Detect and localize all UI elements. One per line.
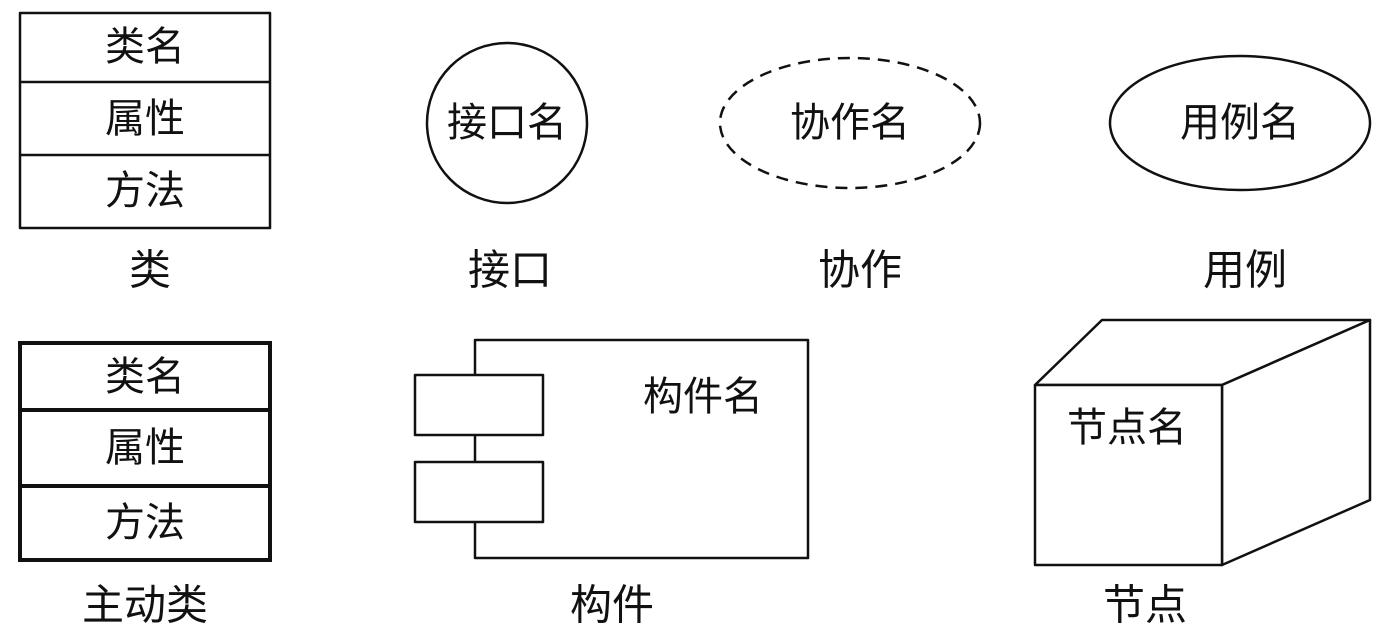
component-caption: 构件 xyxy=(570,581,654,630)
component-port-top xyxy=(413,373,545,437)
use-case-caption: 用例 xyxy=(1203,246,1287,295)
node-symbol: 节点名 节点 xyxy=(1033,318,1372,630)
active-class-attributes: 属性 xyxy=(105,425,185,471)
collaboration-ellipse xyxy=(718,56,982,190)
class-box xyxy=(18,11,272,230)
component-name: 构件名 xyxy=(643,374,763,420)
use-case-ellipse xyxy=(1108,54,1372,192)
node-front-face xyxy=(1033,383,1224,567)
component-box xyxy=(473,338,810,560)
class-name: 类名 xyxy=(105,24,185,70)
active-class-symbol: 类名 属性 方法 主动类 xyxy=(18,341,272,630)
active-class-name: 类名 xyxy=(105,354,185,400)
component-symbol: 构件名 构件 xyxy=(413,338,810,630)
interface-symbol: 接口名 接口 xyxy=(425,41,589,295)
node-name: 节点名 xyxy=(1067,405,1187,451)
collaboration-name: 协作名 xyxy=(790,100,910,146)
node-caption: 节点 xyxy=(1103,581,1187,630)
interface-name: 接口名 xyxy=(447,100,567,146)
class-symbol: 类名 属性 方法 类 xyxy=(18,11,272,295)
collaboration-symbol: 协作名 协作 xyxy=(718,56,982,295)
active-class-methods: 方法 xyxy=(105,500,185,546)
interface-circle xyxy=(425,41,589,205)
component-port-bottom xyxy=(413,460,545,524)
use-case-name: 用例名 xyxy=(1180,100,1300,146)
collaboration-caption: 协作 xyxy=(818,246,902,295)
interface-caption: 接口 xyxy=(468,246,552,295)
use-case-symbol: 用例名 用例 xyxy=(1108,54,1372,295)
class-caption: 类 xyxy=(129,246,171,295)
active-class-caption: 主动类 xyxy=(82,581,208,630)
active-class-box xyxy=(18,341,272,562)
class-attributes: 属性 xyxy=(105,96,185,142)
class-methods: 方法 xyxy=(105,168,185,214)
